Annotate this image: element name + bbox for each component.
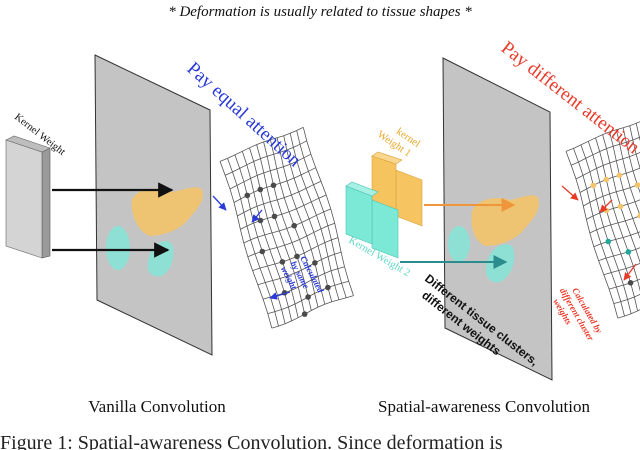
sample-point bbox=[312, 260, 318, 266]
grid-line bbox=[580, 144, 632, 314]
grid-line bbox=[602, 134, 640, 264]
grid-line bbox=[271, 295, 354, 329]
svg-text:Calculated by differen: Calculated by different cluster weights bbox=[548, 281, 606, 350]
left-pointer-arrow-1 bbox=[212, 195, 227, 211]
header-note: * Deformation is usually related to tiss… bbox=[168, 4, 472, 20]
right-caption: Spatial-awareness Convolution bbox=[378, 397, 590, 416]
sample-point bbox=[271, 213, 278, 220]
left-caption: Vanilla Convolution bbox=[88, 397, 226, 416]
sample-point bbox=[617, 203, 624, 210]
grid-line bbox=[622, 127, 640, 194]
sample-point bbox=[301, 311, 308, 317]
left-kernel-top bbox=[5, 135, 51, 153]
sample-point bbox=[637, 212, 640, 219]
grid-line bbox=[227, 158, 279, 327]
grid-line bbox=[237, 180, 322, 217]
left-pointer-arrow-3 bbox=[269, 291, 291, 300]
left-kernel-side bbox=[41, 147, 51, 259]
grid-line bbox=[629, 125, 640, 170]
grid-line bbox=[302, 127, 354, 296]
sample-point bbox=[305, 294, 311, 300]
sample-point bbox=[259, 248, 266, 255]
right-pointer-arrow-1 bbox=[561, 185, 579, 201]
right-note: Calculated by different cluster weights bbox=[548, 281, 606, 350]
left-panel: Kernel Weight Pay equal attention Calcul… bbox=[5, 54, 354, 416]
right-pointer-arrow-2 bbox=[599, 199, 613, 213]
left-teal-region-1 bbox=[106, 226, 130, 270]
grid-line bbox=[249, 147, 299, 318]
sample-point bbox=[590, 182, 597, 189]
sample-point bbox=[244, 192, 251, 199]
sample-point bbox=[605, 238, 612, 245]
grid-line bbox=[595, 137, 640, 292]
grid-line bbox=[565, 151, 619, 319]
grid-line bbox=[283, 135, 333, 302]
sample-point bbox=[270, 182, 277, 189]
right-kernel1-top bbox=[371, 151, 403, 165]
right-kernel2-top bbox=[345, 181, 379, 197]
left-kernel-block bbox=[5, 139, 43, 259]
sample-point bbox=[257, 186, 264, 193]
grid-line bbox=[296, 130, 347, 298]
grid-line bbox=[573, 148, 625, 317]
grid-line bbox=[256, 144, 306, 315]
sample-point bbox=[603, 176, 610, 183]
right-orange-region bbox=[471, 195, 539, 246]
right-panel: kernel Weight 1 Kernel Weight 2 Differen… bbox=[345, 37, 640, 416]
grid-line bbox=[234, 154, 286, 324]
grid-line bbox=[240, 194, 327, 230]
right-kernel1-back bbox=[395, 169, 423, 227]
sample-point bbox=[627, 280, 634, 286]
grid-line bbox=[289, 133, 340, 300]
grid-line bbox=[276, 137, 326, 305]
left-sample-points bbox=[244, 182, 331, 317]
sample-point bbox=[625, 249, 632, 255]
sample-point bbox=[634, 182, 640, 188]
grid-line bbox=[219, 161, 273, 329]
sample-point bbox=[279, 259, 286, 265]
right-teal-region-1 bbox=[448, 226, 470, 262]
sample-point bbox=[603, 207, 610, 214]
grid-line bbox=[616, 129, 640, 217]
grid-line bbox=[263, 141, 312, 311]
grid-line bbox=[609, 131, 640, 240]
grid-line bbox=[243, 208, 331, 244]
figure-caption: Figure 1: Spatial-awareness Convolution.… bbox=[0, 432, 503, 450]
left-orange-region bbox=[131, 187, 203, 236]
left-pointer-arrow-2 bbox=[251, 209, 263, 223]
sample-point bbox=[294, 253, 300, 260]
sample-point bbox=[616, 172, 623, 179]
sample-point bbox=[257, 217, 264, 224]
sample-point bbox=[325, 284, 331, 291]
right-pointer-arrow-3 bbox=[623, 263, 637, 281]
sample-point bbox=[291, 222, 298, 229]
